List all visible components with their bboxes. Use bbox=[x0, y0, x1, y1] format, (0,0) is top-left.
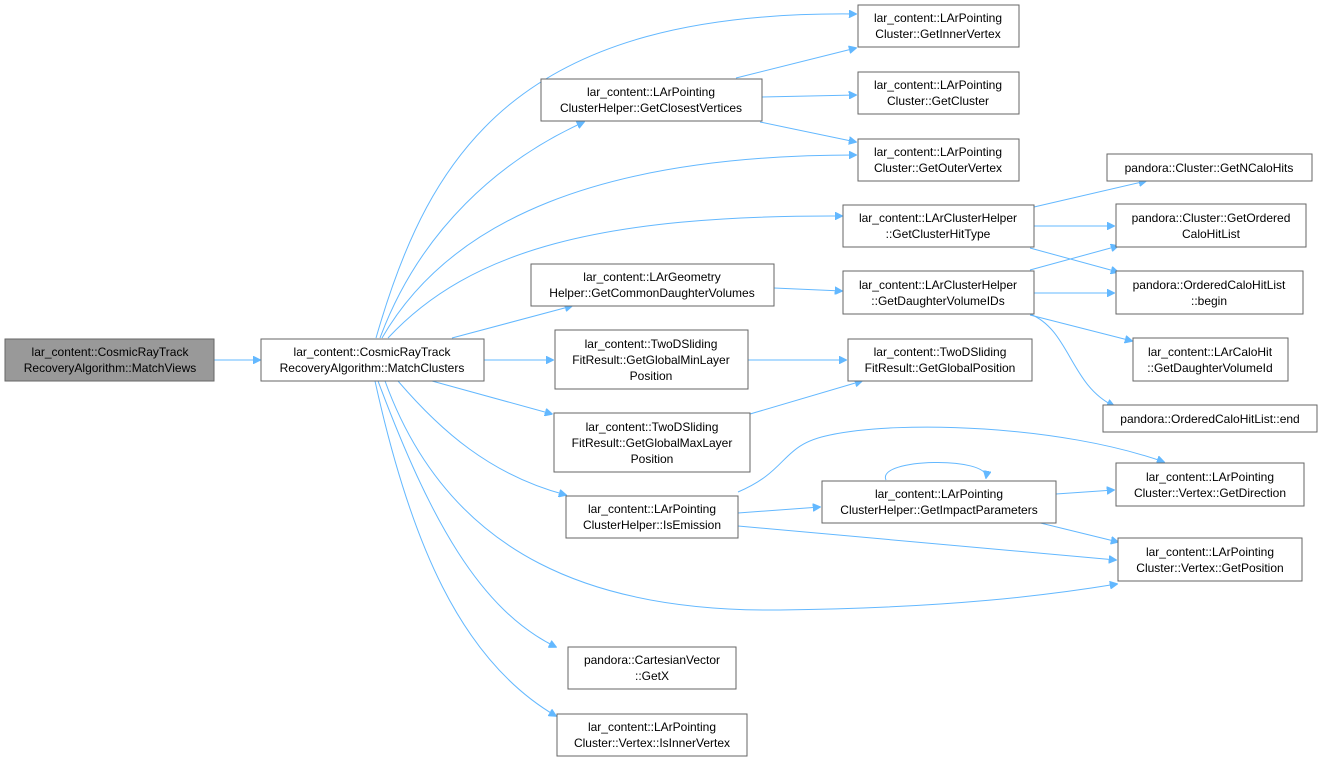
node-getorderedcalohitlist[interactable]: pandora::Cluster::GetOrdered CaloHitList bbox=[1115, 203, 1307, 248]
node-label-line: lar_content::LArPointing bbox=[1146, 545, 1274, 559]
node-label-line: lar_content::LArPointing bbox=[587, 85, 715, 99]
node-orderedcalohitlistend[interactable]: pandora::OrderedCaloHitList::end bbox=[1102, 404, 1318, 433]
edge-matchclusters-getx bbox=[377, 380, 556, 647]
edge-matchclusters-getoutervertex bbox=[381, 155, 856, 339]
node-isinnervertex[interactable]: lar_content::LArPointing Cluster::Vertex… bbox=[556, 713, 748, 757]
node-label-line: lar_content::LArClusterHelper bbox=[859, 211, 1017, 225]
node-getdaughtervolumeids[interactable]: lar_content::LArClusterHelper ::GetDaugh… bbox=[842, 270, 1035, 315]
node-label-line: Position bbox=[630, 369, 673, 383]
node-label-line: FitResult::GetGlobalPosition bbox=[865, 361, 1016, 375]
node-getglobalminlayerposition[interactable]: lar_content::TwoDSliding FitResult::GetG… bbox=[554, 329, 749, 390]
node-label-line: lar_content::LArCaloHit bbox=[1148, 345, 1273, 359]
node-orderedcalohitlistbegin[interactable]: pandora::OrderedCaloHitList ::begin bbox=[1115, 270, 1304, 315]
node-getcluster[interactable]: lar_content::LArPointing Cluster::GetClu… bbox=[857, 71, 1020, 115]
node-label-line: FitResult::GetGlobalMaxLayer bbox=[572, 436, 733, 450]
node-label-line: lar_content::TwoDSliding bbox=[586, 420, 719, 434]
node-label-line: Cluster::GetInnerVertex bbox=[875, 27, 1000, 41]
node-label-line: pandora::CartesianVector bbox=[584, 653, 720, 667]
edge-matchclusters-isemission bbox=[397, 380, 566, 495]
node-getdaughtervolumeid[interactable]: lar_content::LArCaloHit ::GetDaughterVol… bbox=[1132, 337, 1289, 382]
node-label-line: pandora::OrderedCaloHitList::end bbox=[1120, 412, 1299, 426]
node-label-line: lar_content::TwoDSliding bbox=[585, 337, 718, 351]
edge-matchclusters-getinnervertex bbox=[375, 14, 856, 339]
edge-getimpactparameters-self bbox=[885, 461, 986, 481]
node-label-line: Cluster::Vertex::IsInnerVertex bbox=[574, 736, 730, 750]
edge-getcommondaughtervolumes-getdaughtervolumeids bbox=[773, 288, 842, 291]
edge-getclusterhittype-orderedcalohitlistbegin bbox=[1029, 247, 1118, 272]
node-label-line: lar_content::TwoDSliding bbox=[874, 345, 1007, 359]
node-label-line: pandora::Cluster::GetNCaloHits bbox=[1125, 161, 1294, 175]
node-label-line: ClusterHelper::GetImpactParameters bbox=[840, 503, 1037, 517]
node-matchviews[interactable]: lar_content::CosmicRayTrack RecoveryAlgo… bbox=[4, 338, 215, 382]
node-label-line: lar_content::LArPointing bbox=[588, 720, 716, 734]
node-getglobalmaxlayerposition[interactable]: lar_content::TwoDSliding FitResult::GetG… bbox=[553, 412, 751, 473]
edge-matchclusters-getglobalmaxlayerposition bbox=[431, 380, 552, 414]
node-label-line: RecoveryAlgorithm::MatchClusters bbox=[280, 361, 465, 375]
node-label-line: lar_content::LArGeometry bbox=[583, 270, 720, 284]
node-getx[interactable]: pandora::CartesianVector ::GetX bbox=[567, 646, 737, 690]
node-label-line: Position bbox=[631, 452, 674, 466]
node-label-line: ClusterHelper::IsEmission bbox=[583, 518, 721, 532]
node-label-line: Cluster::GetOuterVertex bbox=[874, 161, 1002, 175]
node-label-line: Helper::GetCommonDaughterVolumes bbox=[549, 286, 754, 300]
node-label-line: lar_content::LArPointing bbox=[1146, 470, 1274, 484]
node-getimpactparameters[interactable]: lar_content::LArPointing ClusterHelper::… bbox=[821, 480, 1057, 524]
node-label-line: lar_content::LArClusterHelper bbox=[859, 278, 1017, 292]
node-label-line: ::begin bbox=[1191, 294, 1227, 308]
node-getposition[interactable]: lar_content::LArPointing Cluster::Vertex… bbox=[1117, 537, 1303, 582]
node-label-line: ClusterHelper::GetClosestVertices bbox=[560, 101, 742, 115]
edge-getimpactparameters-getdirection bbox=[1055, 490, 1114, 495]
edge-getclosestvertices-getoutervertex bbox=[759, 121, 856, 142]
node-getclosestvertices[interactable]: lar_content::LArPointing ClusterHelper::… bbox=[540, 78, 763, 122]
edge-getglobalmaxlayerposition-getglobalposition bbox=[749, 381, 862, 415]
node-getclusterhittype[interactable]: lar_content::LArClusterHelper ::GetClust… bbox=[842, 204, 1035, 248]
node-getglobalposition[interactable]: lar_content::TwoDSliding FitResult::GetG… bbox=[847, 338, 1033, 382]
node-matchclusters[interactable]: lar_content::CosmicRayTrack RecoveryAlgo… bbox=[260, 338, 485, 382]
edges bbox=[214, 14, 1164, 716]
edge-isemission-getposition bbox=[737, 525, 1116, 560]
node-label-line: ::GetDaughterVolumeId bbox=[1147, 361, 1272, 375]
nodes: lar_content::CosmicRayTrack RecoveryAlgo… bbox=[4, 4, 1318, 757]
edge-matchclusters-getclosestvertices bbox=[379, 122, 584, 339]
edge-getclosestvertices-getcluster bbox=[761, 95, 856, 97]
node-label-line: pandora::OrderedCaloHitList bbox=[1133, 278, 1286, 292]
edge-matchclusters-getclusterhittype bbox=[387, 216, 842, 339]
node-isemission[interactable]: lar_content::LArPointing ClusterHelper::… bbox=[565, 495, 739, 539]
node-label-line: lar_content::LArPointing bbox=[874, 78, 1002, 92]
node-label-line: lar_content::CosmicRayTrack bbox=[32, 345, 190, 359]
edge-matchclusters-getcommondaughtervolumes bbox=[451, 306, 572, 339]
node-label-line: Cluster::Vertex::GetDirection bbox=[1134, 486, 1286, 500]
edge-getdaughtervolumeids-getorderedcalohitlist bbox=[1029, 246, 1118, 271]
node-label-line: ::GetClusterHitType bbox=[886, 227, 991, 241]
node-label-line: Cluster::Vertex::GetPosition bbox=[1136, 561, 1283, 575]
node-getcommondaughtervolumes[interactable]: lar_content::LArGeometry Helper::GetComm… bbox=[530, 263, 775, 307]
edge-getclosestvertices-getinnervertex bbox=[735, 48, 856, 79]
edge-getdaughtervolumeids-getdaughtervolumeid bbox=[1029, 314, 1132, 341]
node-getoutervertex[interactable]: lar_content::LArPointing Cluster::GetOut… bbox=[857, 138, 1020, 182]
node-getinnervertex[interactable]: lar_content::LArPointing Cluster::GetInn… bbox=[857, 4, 1020, 48]
node-label-line: ::GetX bbox=[635, 669, 669, 683]
node-label-line: ::GetDaughterVolumeIDs bbox=[871, 294, 1004, 308]
node-label-line: RecoveryAlgorithm::MatchViews bbox=[24, 361, 197, 375]
node-getncalohits[interactable]: pandora::Cluster::GetNCaloHits bbox=[1106, 153, 1313, 182]
node-label-line: lar_content::LArPointing bbox=[874, 145, 1002, 159]
node-label-line: pandora::Cluster::GetOrdered bbox=[1132, 211, 1291, 225]
node-label-line: lar_content::LArPointing bbox=[588, 502, 716, 516]
node-label-line: CaloHitList bbox=[1182, 227, 1241, 241]
edge-matchclusters-getposition bbox=[384, 380, 1117, 611]
node-label-line: lar_content::LArPointing bbox=[875, 487, 1003, 501]
node-label-line: FitResult::GetGlobalMinLayer bbox=[572, 353, 729, 367]
node-getdirection[interactable]: lar_content::LArPointing Cluster::Vertex… bbox=[1115, 462, 1305, 507]
node-label-line: Cluster::GetCluster bbox=[887, 94, 989, 108]
edge-getclusterhittype-getncalohits bbox=[1033, 181, 1146, 208]
edge-getdaughtervolumeids-orderedcalohitlistend bbox=[1029, 313, 1114, 406]
edge-matchclusters-isinnervertex bbox=[374, 380, 556, 716]
node-label-line: lar_content::LArPointing bbox=[874, 11, 1002, 25]
edge-isemission-getdirection bbox=[737, 426, 1164, 493]
edge-isemission-getimpactparameters bbox=[737, 507, 820, 514]
node-label-line: lar_content::CosmicRayTrack bbox=[294, 345, 452, 359]
